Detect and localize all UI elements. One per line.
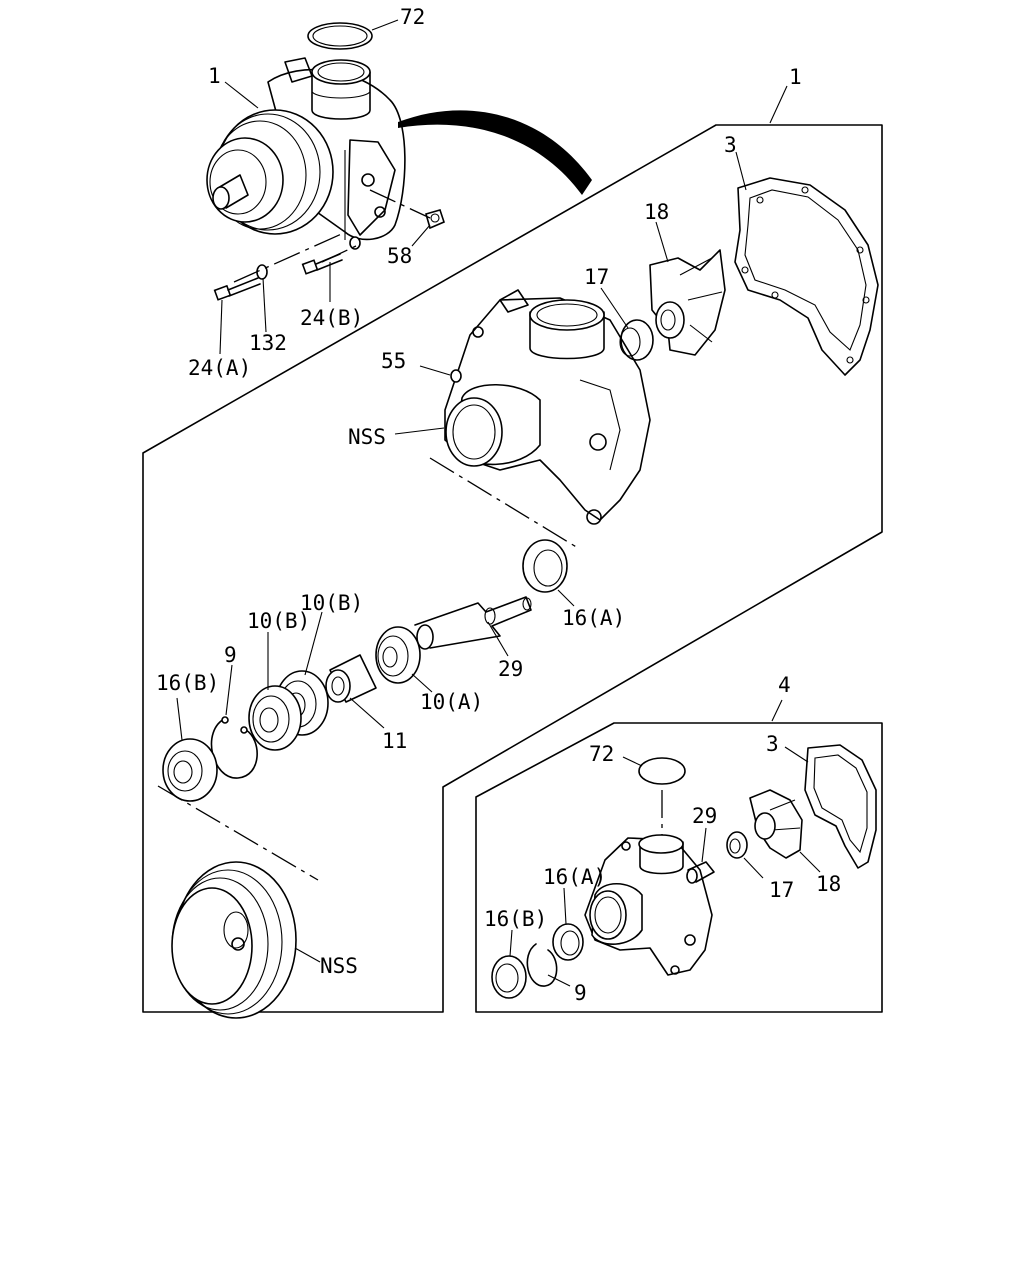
impeller-18 xyxy=(649,249,726,356)
seal-16a-sub xyxy=(552,923,584,961)
label-18: 18 xyxy=(644,200,669,224)
seal-17-sub xyxy=(726,831,748,859)
label-9: 9 xyxy=(224,643,237,667)
label-29-sub: 29 xyxy=(692,804,717,828)
label-18-sub: 18 xyxy=(816,872,841,896)
seal-16a xyxy=(522,539,568,593)
bolt-24b xyxy=(301,253,343,275)
leader-lines xyxy=(176,19,821,987)
label-4: 4 xyxy=(778,673,791,697)
label-nss-pulley: NSS xyxy=(320,954,358,978)
label-16b: 16(B) xyxy=(156,671,219,695)
label-16a: 16(A) xyxy=(562,606,625,630)
assembled-water-pump xyxy=(206,22,406,241)
label-55: 55 xyxy=(381,349,406,373)
label-3: 3 xyxy=(724,133,737,157)
gasket-3-sub xyxy=(804,744,877,869)
label-24a: 24(A) xyxy=(188,356,251,380)
snap-ring-9-sub xyxy=(526,943,558,987)
gasket-72-sub xyxy=(638,757,686,785)
label-nss-housing: NSS xyxy=(348,425,386,449)
spacer-11 xyxy=(325,654,377,703)
label-1: 1 xyxy=(208,64,221,88)
label-72: 72 xyxy=(400,5,425,29)
label-10b-lower: 10(B) xyxy=(247,609,310,633)
bolt-24a xyxy=(213,277,261,301)
bearing-10a xyxy=(375,626,421,684)
label-16b-sub: 16(B) xyxy=(484,907,547,931)
pump-housing xyxy=(444,289,651,525)
label-10b-upper: 10(B) xyxy=(300,591,363,615)
label-17-sub: 17 xyxy=(769,878,794,902)
bearing-10b-front xyxy=(248,685,302,751)
shaft-29-sub xyxy=(686,861,715,884)
label-9-sub: 9 xyxy=(574,981,587,1005)
kit-frame-4 xyxy=(475,699,883,1013)
label-72-sub: 72 xyxy=(589,742,614,766)
label-29: 29 xyxy=(498,657,523,681)
label-1-kit: 1 xyxy=(789,65,802,89)
label-24b: 24(B) xyxy=(300,306,363,330)
label-10a: 10(A) xyxy=(420,690,483,714)
label-132: 132 xyxy=(249,331,287,355)
seal-16b-sub xyxy=(491,955,527,999)
label-58: 58 xyxy=(387,244,412,268)
label-3-sub: 3 xyxy=(766,732,779,756)
seal-17 xyxy=(619,319,654,361)
assembly-arrow xyxy=(398,110,592,195)
label-11: 11 xyxy=(382,729,407,753)
washer-132 xyxy=(256,264,268,280)
impeller-18-sub xyxy=(749,789,803,859)
label-16a-sub: 16(A) xyxy=(543,865,606,889)
washer-small-58 xyxy=(349,209,445,250)
plug-55 xyxy=(450,369,462,383)
pump-housing-sub xyxy=(584,834,713,976)
kit-frame-1 xyxy=(142,85,883,1013)
pulley xyxy=(171,861,297,1019)
label-17: 17 xyxy=(584,265,609,289)
seal-16b xyxy=(162,738,218,802)
gasket-3 xyxy=(734,177,879,376)
snap-ring-9 xyxy=(210,716,258,779)
shaft-29 xyxy=(414,596,532,650)
